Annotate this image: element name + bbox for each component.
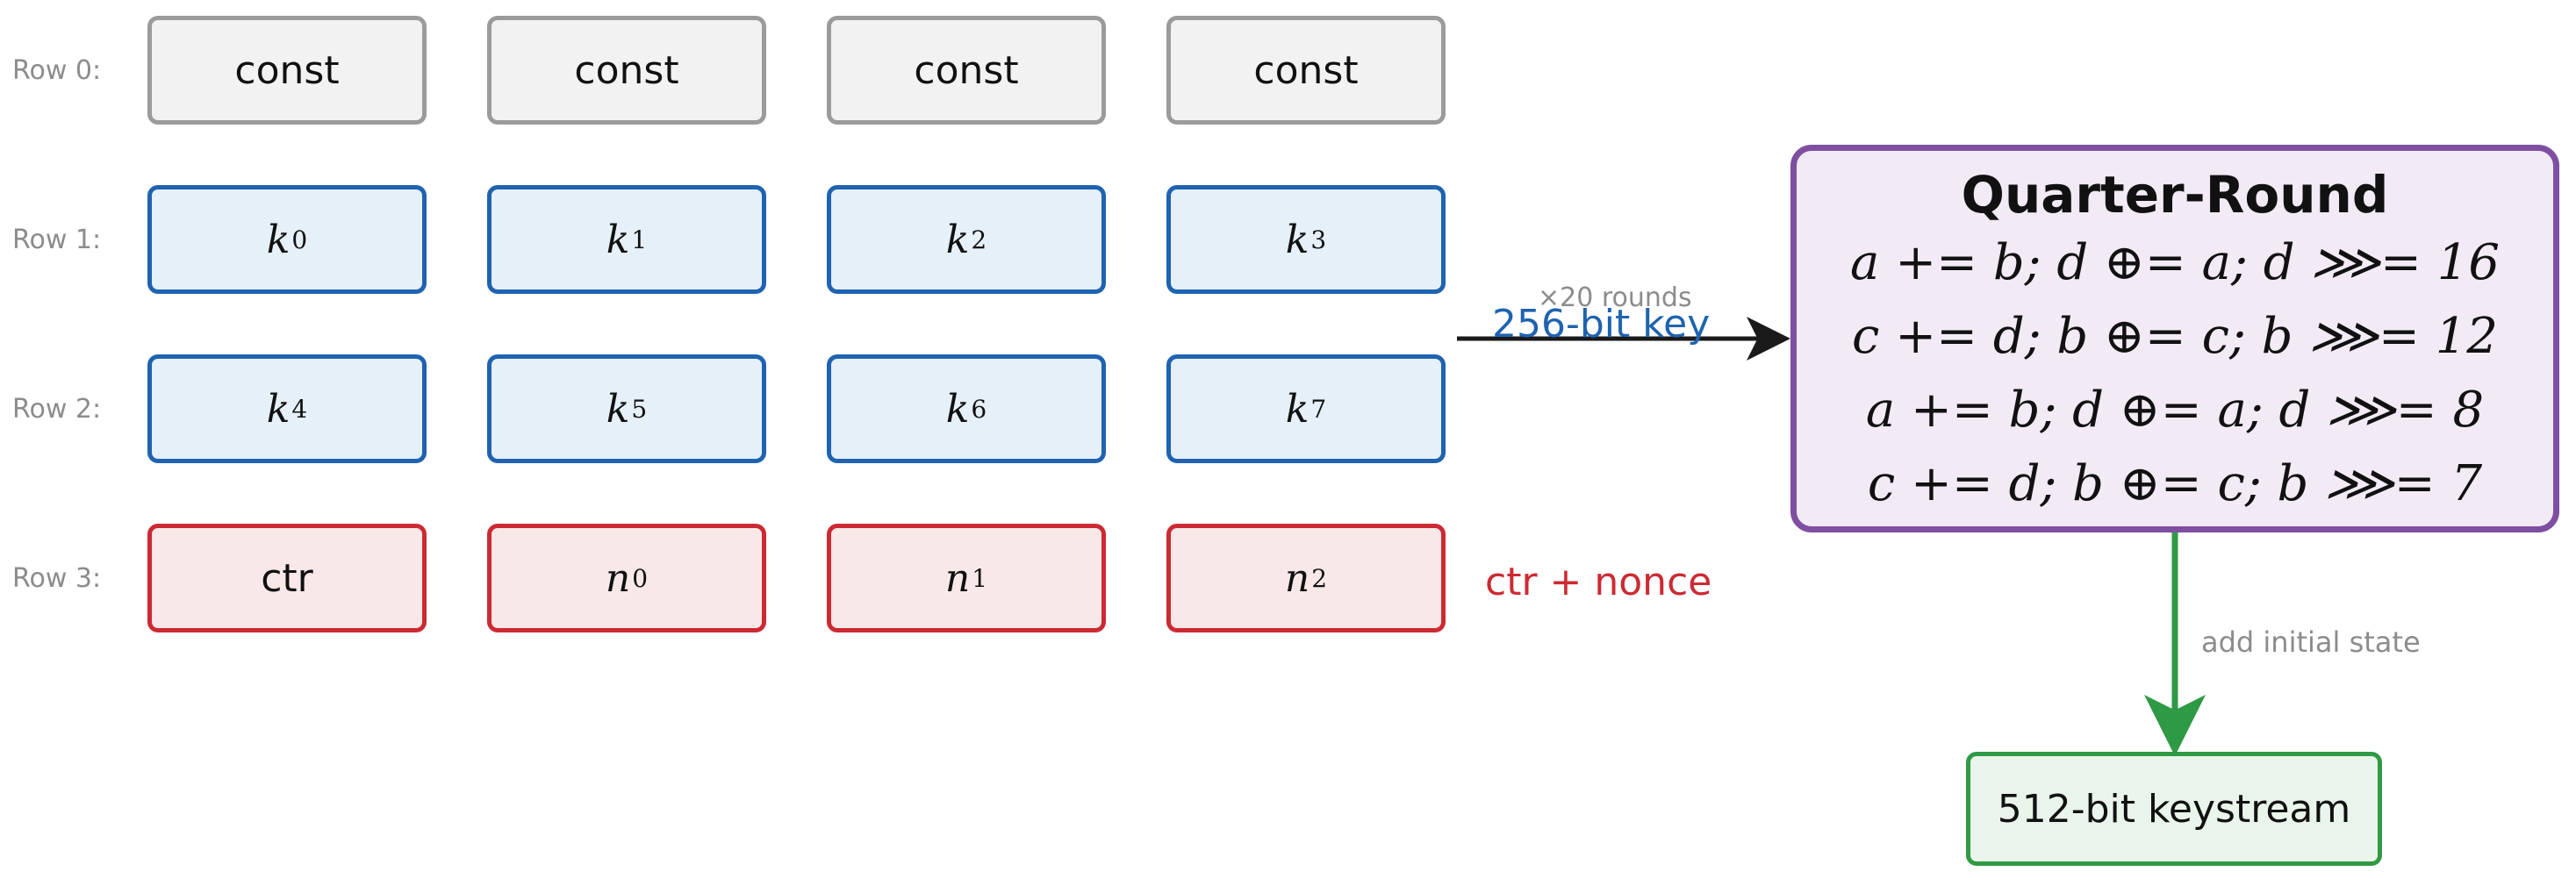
cell-subscript: 0	[291, 225, 308, 254]
keystream-label: 512-bit keystream	[1997, 786, 2351, 832]
ctr-nonce-note: ctr + nonce	[1485, 560, 1712, 604]
key-note: 256-bit key	[1492, 302, 1711, 347]
quarter-round-line-3: a += b; d ⊕= a; d ⋙= 8	[1865, 382, 2485, 439]
state-cell: const	[1166, 16, 1446, 125]
cell-subscript: 3	[1310, 225, 1327, 254]
quarter-round-title: Quarter-Round	[1961, 165, 2389, 225]
cell-symbol: n	[944, 555, 971, 601]
state-cell: const	[147, 16, 427, 125]
cell-text: ctr	[261, 555, 313, 601]
cell-symbol: k	[266, 386, 291, 432]
cell-subscript: 5	[631, 394, 648, 424]
cell-symbol: n	[1284, 555, 1310, 601]
cell-subscript: 1	[631, 225, 648, 254]
cell-subscript: 7	[1310, 394, 1327, 424]
quarter-round-line-2: c += d; b ⊕= c; b ⋙= 12	[1852, 308, 2498, 365]
cell-text: const	[574, 47, 679, 93]
cell-symbol: n	[605, 555, 631, 601]
row-label: Row 0:	[12, 55, 102, 86]
keystream-output-box: 512-bit keystream	[1966, 752, 2382, 866]
cell-symbol: k	[606, 217, 630, 262]
state-cell: const	[487, 16, 766, 125]
cell-symbol: k	[1285, 217, 1310, 262]
cell-subscript: 0	[632, 563, 649, 593]
add-initial-state-note: add initial state	[2201, 625, 2421, 659]
state-cell: ctr	[147, 524, 427, 632]
cell-subscript: 1	[972, 563, 988, 593]
cell-symbol: k	[1285, 386, 1310, 432]
cell-subscript: 6	[971, 394, 987, 424]
quarter-round-line-4: c += d; b ⊕= c; b ⋙= 7	[1867, 455, 2483, 512]
cell-symbol: k	[945, 386, 970, 432]
cell-symbol: k	[945, 217, 970, 262]
quarter-round-box: Quarter-Round a += b; d ⊕= a; d ⋙= 16 c …	[1790, 145, 2559, 532]
row-label: Row 1:	[12, 225, 102, 255]
quarter-round-line-1: a += b; d ⊕= a; d ⋙= 16	[1850, 234, 2500, 291]
cell-subscript: 4	[291, 394, 308, 424]
row-label: Row 3:	[12, 563, 102, 594]
rounds-note: ×20 rounds	[1538, 282, 1692, 313]
row-label: Row 2:	[12, 394, 102, 425]
cell-subscript: 2	[971, 225, 987, 254]
cell-subscript: 2	[1311, 563, 1328, 593]
cell-text: const	[914, 47, 1019, 93]
cell-text: const	[1253, 47, 1359, 93]
state-cell: const	[827, 16, 1106, 125]
cell-symbol: k	[266, 217, 291, 262]
cell-text: const	[234, 47, 340, 93]
cell-symbol: k	[606, 386, 630, 432]
